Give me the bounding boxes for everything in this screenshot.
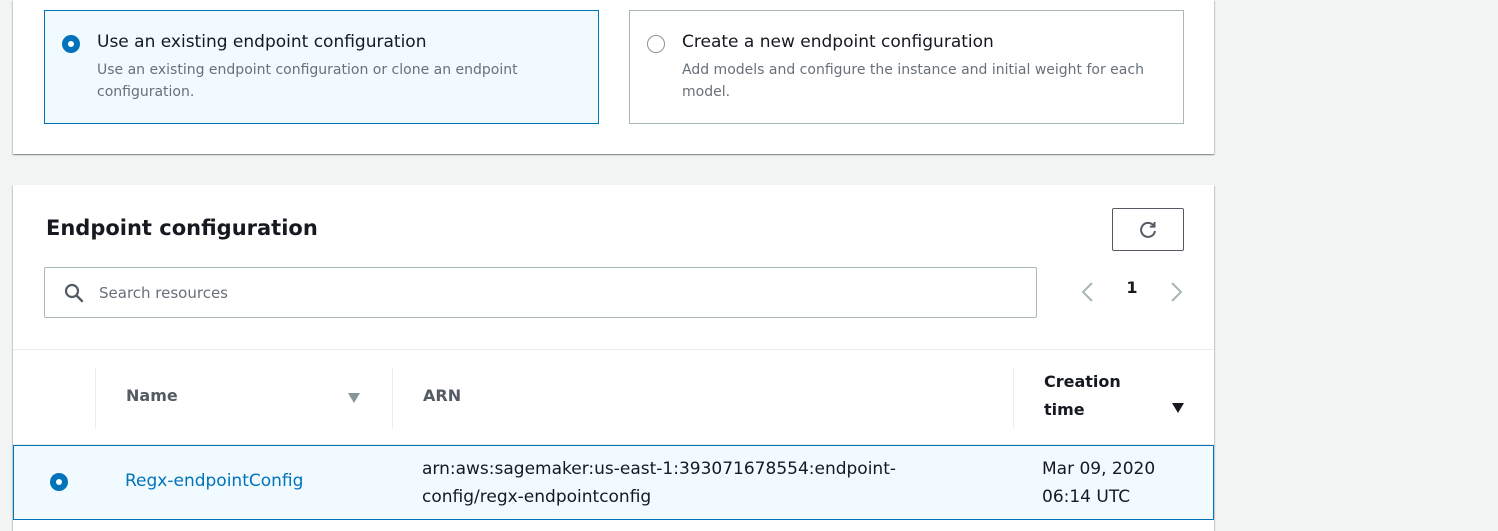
endpoint-config-table-panel: Endpoint configuration 1 Name ARN Creati… xyxy=(13,185,1214,531)
refresh-icon xyxy=(1140,221,1156,238)
option-title: Create a new endpoint configuration xyxy=(682,32,994,52)
refresh-button[interactable] xyxy=(1112,208,1184,251)
option-description: Use an existing endpoint configuration o… xyxy=(97,62,518,100)
radio-create-new-config[interactable] xyxy=(647,35,665,53)
column-divider xyxy=(1013,368,1014,428)
search-input[interactable] xyxy=(99,278,1019,308)
option-title: Use an existing endpoint configuration xyxy=(97,32,427,52)
search-field[interactable] xyxy=(44,267,1037,318)
column-header-creation-time[interactable]: Creation time xyxy=(1044,372,1121,419)
search-icon xyxy=(64,283,84,303)
table-row[interactable]: Regx-endpointConfig arn:aws:sagemaker:us… xyxy=(13,445,1214,520)
chevron-left-icon[interactable] xyxy=(1080,281,1096,303)
column-header-arn[interactable]: ARN xyxy=(423,386,462,405)
sort-down-icon[interactable] xyxy=(347,392,361,404)
endpoint-config-arn: arn:aws:sagemaker:us-east-1:393071678554… xyxy=(422,459,897,507)
column-divider xyxy=(95,368,96,428)
option-create-new-config[interactable]: Create a new endpoint configuration Add … xyxy=(629,10,1184,124)
option-use-existing-config[interactable]: Use an existing endpoint configuration U… xyxy=(44,10,599,124)
endpoint-config-name-link[interactable]: Regx-endpointConfig xyxy=(125,471,304,491)
column-divider xyxy=(392,368,393,428)
section-title: Endpoint configuration xyxy=(46,216,318,240)
table-header: Name ARN Creation time xyxy=(13,349,1214,445)
radio-use-existing-config[interactable] xyxy=(62,35,80,53)
chevron-right-icon[interactable] xyxy=(1168,281,1184,303)
row-select-radio[interactable] xyxy=(50,473,68,491)
endpoint-config-choice-panel: Use an existing endpoint configuration U… xyxy=(13,0,1214,154)
endpoint-config-creation-time: Mar 09, 2020 06:14 UTC xyxy=(1042,459,1156,507)
column-header-name[interactable]: Name xyxy=(126,386,178,405)
current-page-number[interactable]: 1 xyxy=(1126,278,1138,297)
sort-down-icon[interactable] xyxy=(1171,402,1185,414)
option-description: Add models and configure the instance an… xyxy=(682,62,1144,100)
